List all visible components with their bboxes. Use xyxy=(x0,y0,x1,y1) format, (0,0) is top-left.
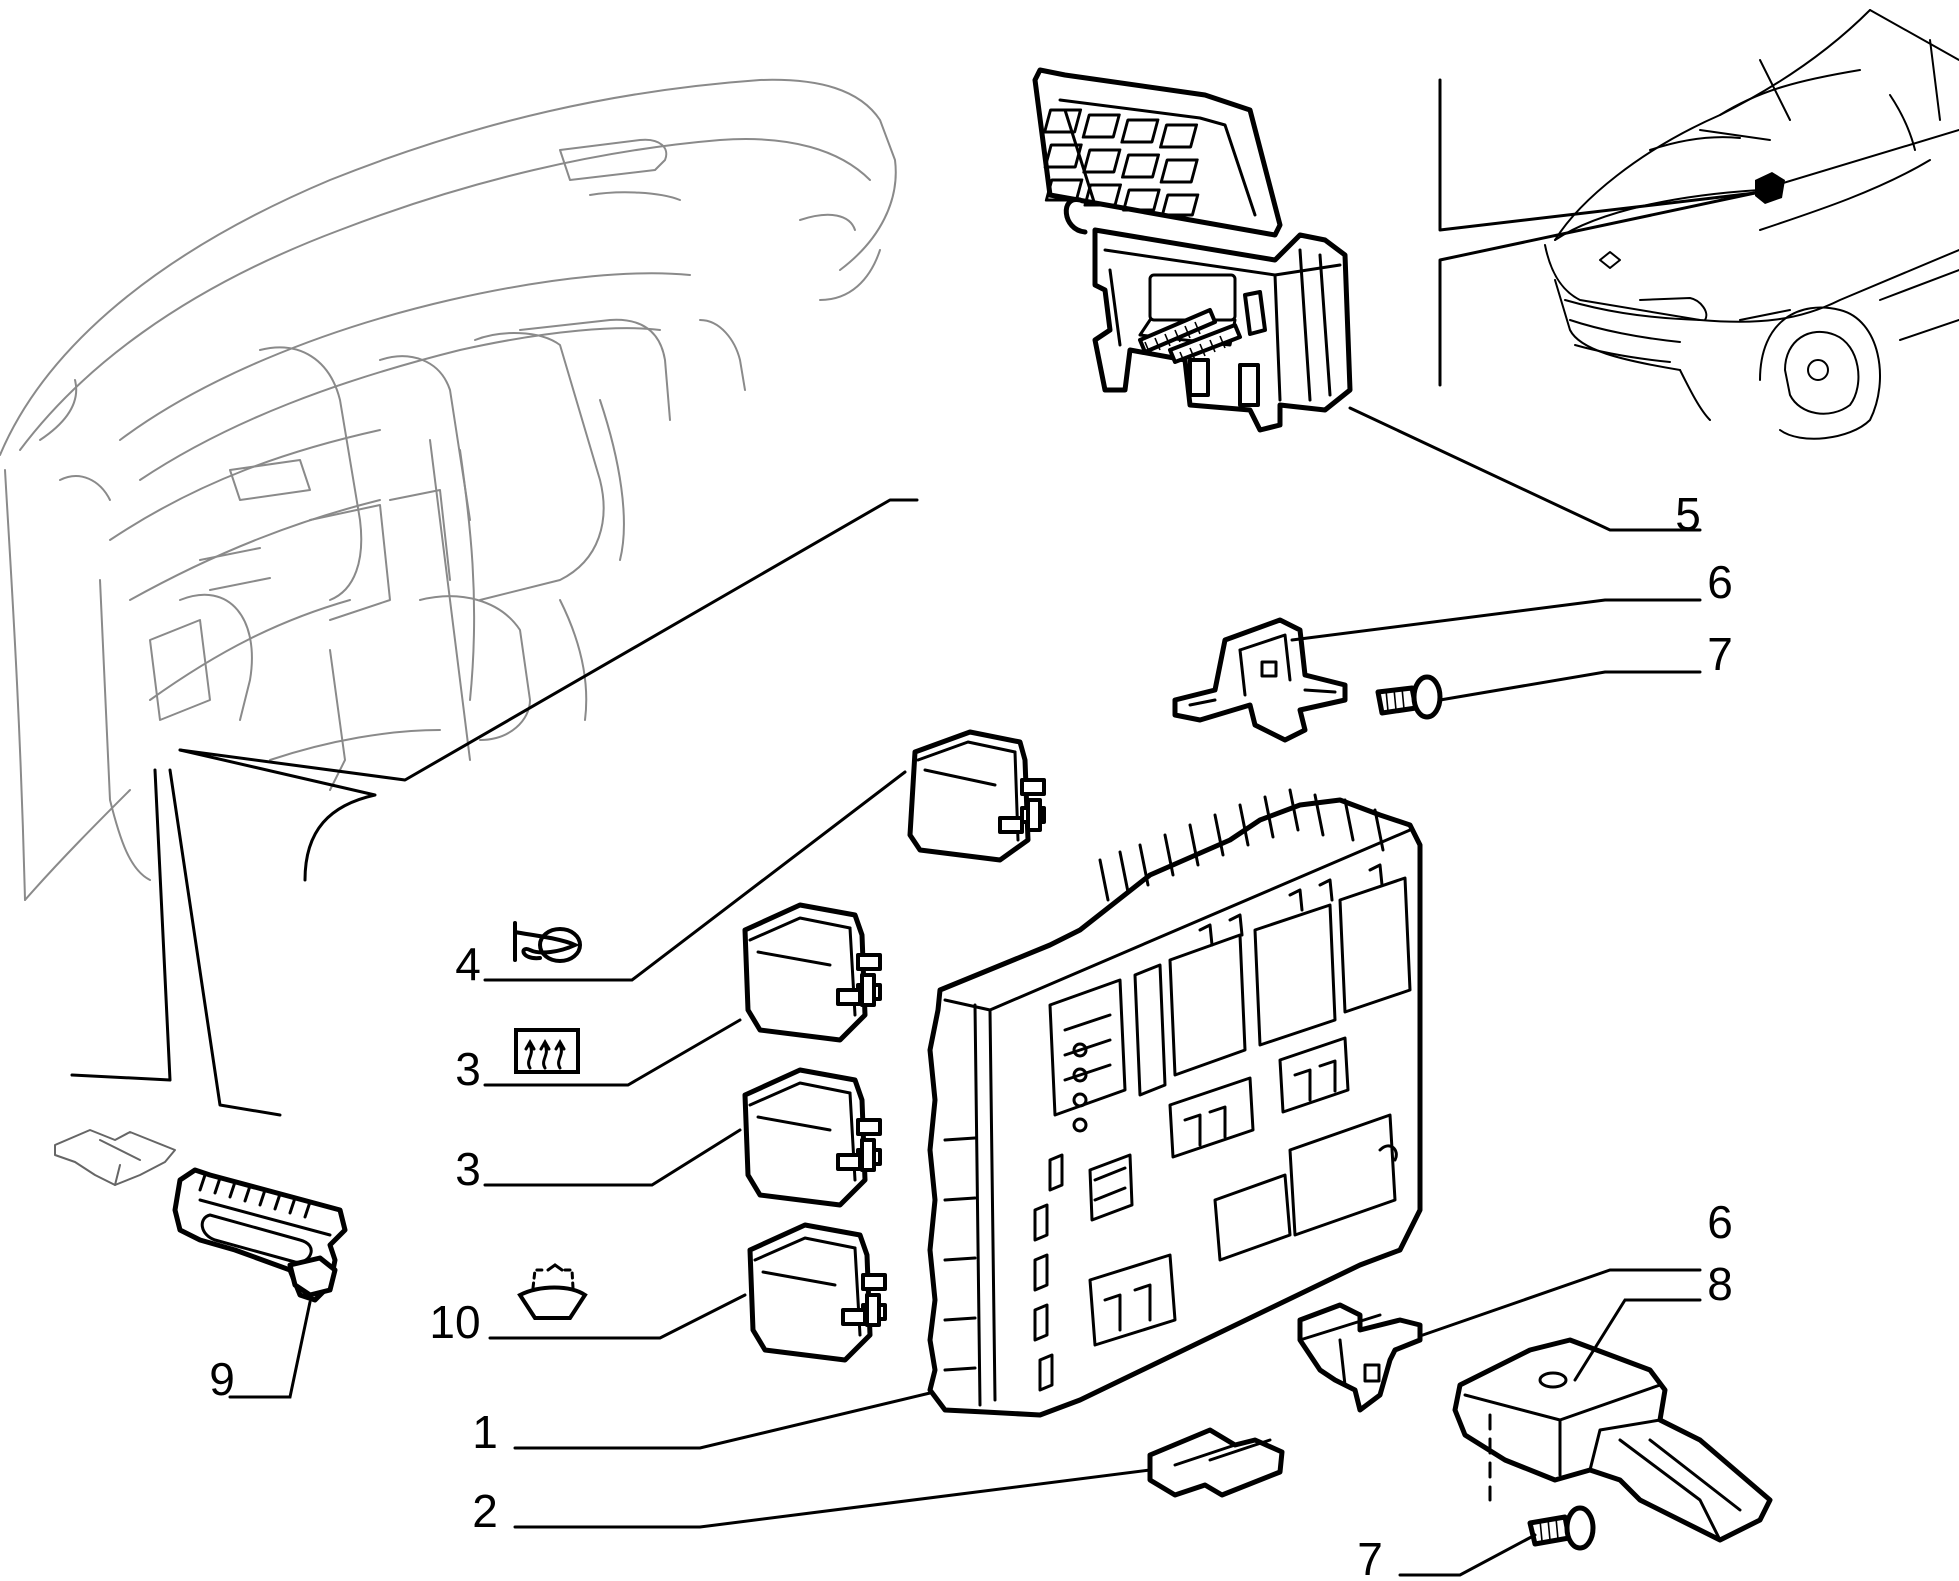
part-10-relay xyxy=(747,1222,887,1363)
part-3-relay-upper xyxy=(742,902,882,1043)
callout-7-upper: 7 xyxy=(1707,628,1733,680)
part-6-bracket-lower xyxy=(1297,1302,1423,1413)
callout-10: 10 xyxy=(429,1296,480,1348)
part-2-fuse xyxy=(1147,1427,1285,1498)
dashboard-pointer-lines xyxy=(70,498,919,1117)
part-7-screw-lower xyxy=(1527,1505,1596,1551)
callout-3-lower: 3 xyxy=(455,1143,481,1195)
part-4-relay xyxy=(907,729,1046,863)
callout-9: 9 xyxy=(209,1353,235,1405)
windscreen-washer-icon xyxy=(517,1263,588,1320)
callout-5: 5 xyxy=(1675,488,1701,540)
callout-1: 1 xyxy=(472,1406,498,1458)
car-pointer-lines xyxy=(1438,78,1757,387)
part-6-bracket-upper xyxy=(1172,617,1348,743)
callout-4: 4 xyxy=(455,938,481,990)
part-9-fuse-puller xyxy=(54,1129,348,1303)
callout-6-lower: 6 xyxy=(1707,1196,1733,1248)
leader-lines xyxy=(228,406,1702,1577)
part-1-junction-box xyxy=(927,788,1423,1418)
dashboard-sketch xyxy=(0,78,897,901)
rear-window-defrost-icon xyxy=(514,1028,580,1074)
callout-labels: 5 6 7 4 3 3 10 9 1 2 6 8 7 xyxy=(209,488,1733,1581)
part-8-module xyxy=(1452,1337,1773,1543)
callout-3-upper: 3 xyxy=(455,1043,481,1095)
car-sketch xyxy=(1544,9,1959,440)
callout-7-lower: 7 xyxy=(1357,1533,1383,1581)
part-5-fuse-box-holder xyxy=(1032,67,1353,433)
callout-2: 2 xyxy=(472,1485,498,1537)
horn-icon xyxy=(513,921,582,963)
callout-6-upper: 6 xyxy=(1707,556,1733,608)
part-7-screw-upper xyxy=(1375,674,1443,720)
part-3-relay-lower xyxy=(742,1067,882,1208)
callout-8: 8 xyxy=(1707,1258,1733,1310)
